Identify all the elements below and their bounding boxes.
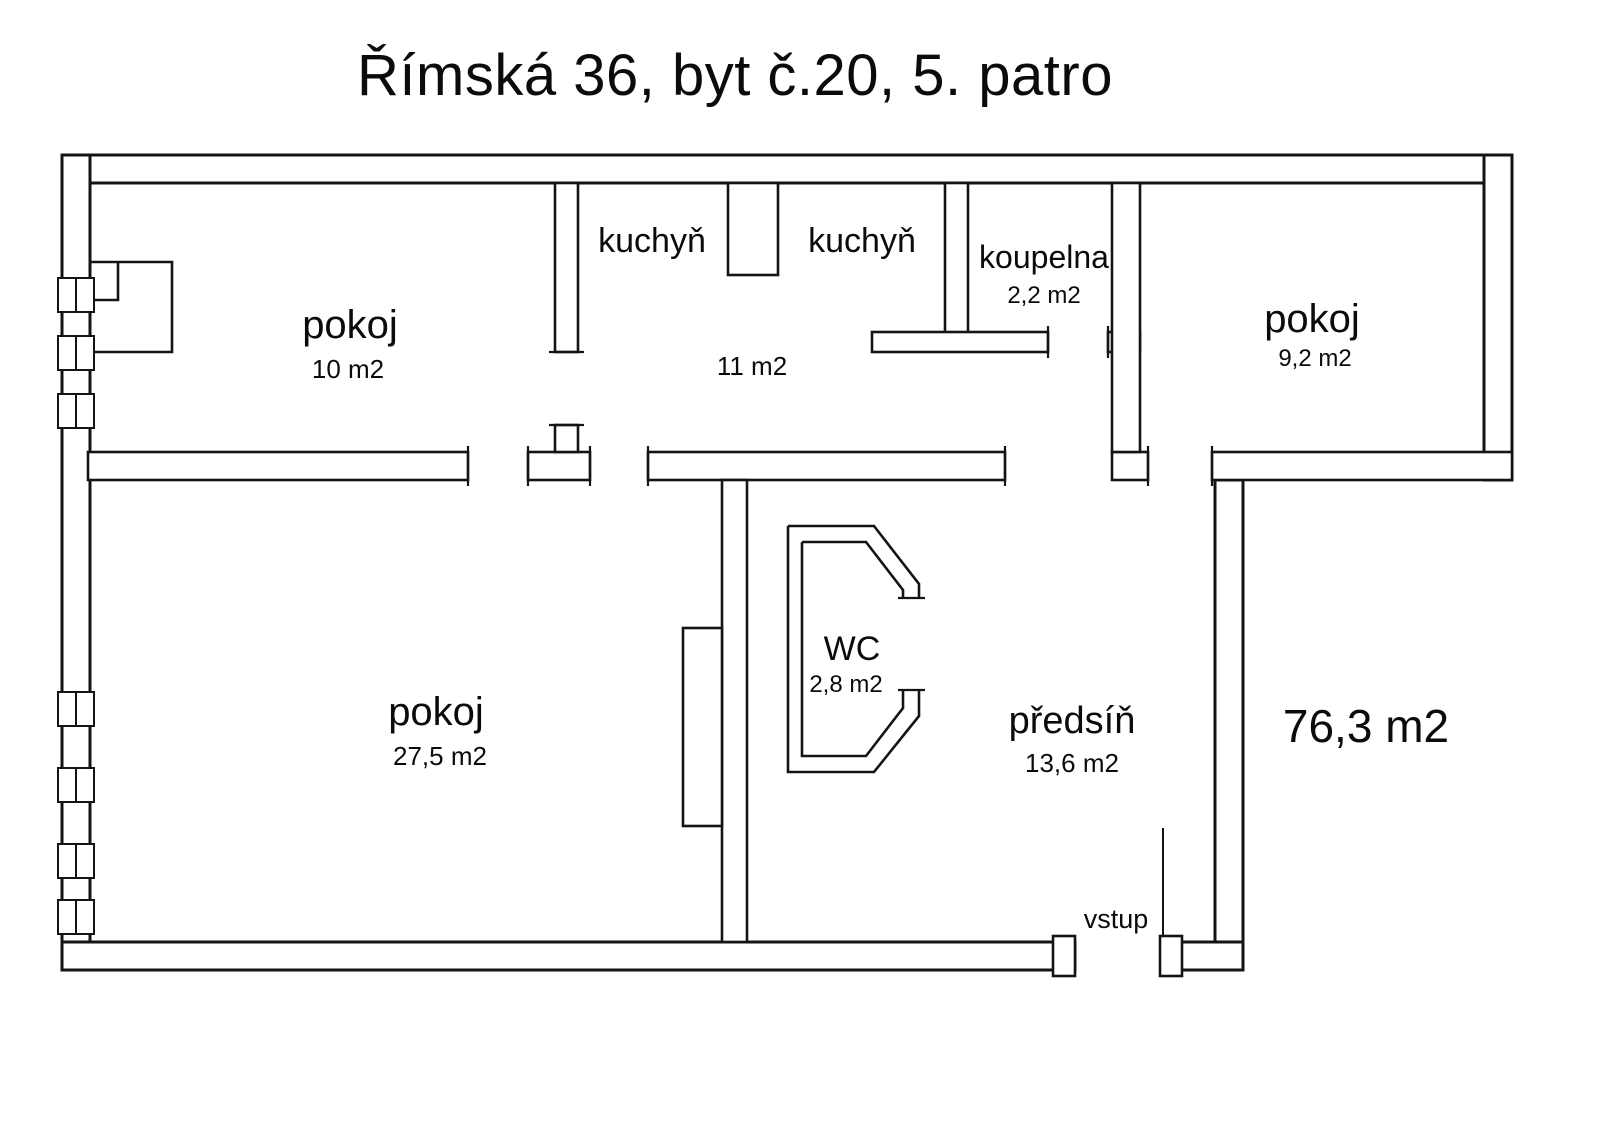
wc-inner-outline: [800, 540, 905, 758]
wc-outer-outline: [786, 524, 921, 774]
wall-kuchyn-koupelna: [943, 181, 970, 347]
wall-h1-b: [526, 450, 592, 482]
door-jambs: [466, 326, 1214, 486]
wall-outer-top: [60, 153, 1514, 185]
window-symbol: [57, 691, 95, 727]
wall-h1-e: [1210, 450, 1514, 482]
wall-h1-c: [646, 450, 1007, 482]
window-symbol: [57, 899, 95, 935]
wall-outer-bottom-left: [60, 940, 1077, 972]
wall-outer-right-upper: [1482, 153, 1514, 482]
windows: [57, 277, 95, 935]
wall-pokoj275-right: [720, 478, 749, 944]
wall-pokoj-kuchyn-lower: [553, 423, 580, 454]
wall-h1-d: [1110, 450, 1150, 482]
kuchyn-area: 11 m2: [717, 351, 787, 381]
pokoj-top-right-area: 9,2 m2: [1278, 345, 1351, 372]
pokoj-top-left-area: 10 m2: [312, 354, 384, 384]
outer-walls: [60, 153, 1514, 972]
predsin-area: 13,6 m2: [1025, 748, 1119, 778]
interior-wall-horizontal: [86, 450, 1514, 482]
interior-walls: [553, 181, 1142, 944]
wall-pokoj275-notch: [681, 626, 724, 828]
wall-koupelna-bottom-left: [870, 330, 1050, 354]
window-symbol: [57, 843, 95, 879]
total-area-label: 76,3 m2: [1283, 700, 1449, 752]
wc-room-outline: [786, 524, 925, 774]
pokoj-top-right-label: pokoj: [1264, 297, 1360, 341]
kitchen-shaft: [726, 181, 780, 277]
window-symbol: [57, 393, 95, 429]
wall-h1-a: [86, 450, 470, 482]
pokoj10-alcove: [90, 260, 174, 354]
wc-area: 2,8 m2: [809, 671, 882, 698]
pokoj-top-left-label: pokoj: [302, 303, 398, 347]
window-symbol: [57, 767, 95, 803]
wc-label: WC: [824, 630, 881, 668]
wall-pokoj-kuchyn-upper: [553, 181, 580, 354]
vstup-label: vstup: [1084, 904, 1149, 934]
window-symbol: [57, 335, 95, 371]
window-symbol: [57, 277, 95, 313]
wall-koupelna-pokoj92: [1110, 181, 1142, 454]
koupelna-label: koupelna: [979, 239, 1109, 275]
entrance-door: [1051, 828, 1184, 978]
labels: Římská 36, byt č.20, 5. patro pokoj 10 m…: [302, 43, 1449, 934]
koupelna-area: 2,2 m2: [1007, 282, 1080, 309]
predsin-label: předsíň: [1009, 700, 1136, 742]
entrance-door-block-left: [1051, 934, 1077, 978]
pokoj-bottom-left-label: pokoj: [388, 690, 484, 734]
pokoj-bottom-left-area: 27,5 m2: [393, 741, 487, 771]
entrance-door-block-right: [1158, 934, 1184, 978]
kuchyn-label-left: kuchyň: [598, 222, 706, 260]
page-title: Římská 36, byt č.20, 5. patro: [357, 43, 1113, 108]
kuchyn-label-right: kuchyň: [808, 222, 916, 260]
wall-outer-right-lower: [1213, 478, 1245, 972]
